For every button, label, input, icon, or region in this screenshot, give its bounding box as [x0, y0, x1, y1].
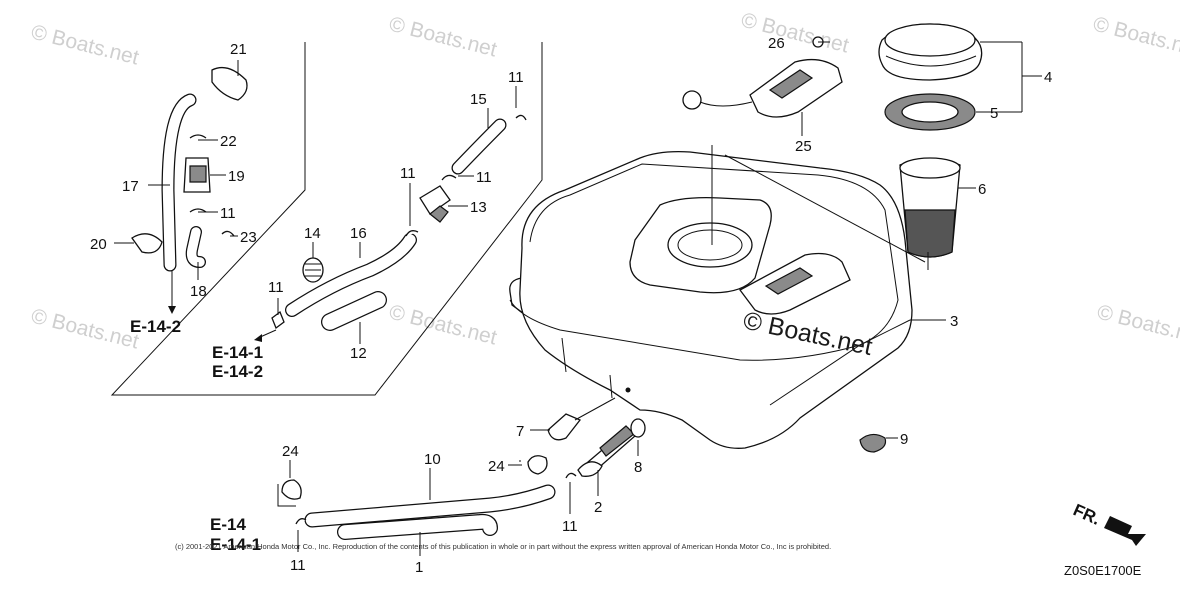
watermark: © Boats.net	[1095, 301, 1180, 350]
callout-13: 13	[470, 199, 487, 216]
callout-17: 17	[122, 178, 139, 195]
callout-11: 11	[220, 205, 236, 222]
callout-5: 5	[990, 105, 998, 122]
callout-9: 9	[900, 431, 908, 448]
frame-lines	[110, 42, 543, 396]
fuel-hose-lower	[304, 484, 556, 540]
fuel-valve	[577, 418, 646, 477]
fuel-hose-left	[131, 66, 248, 272]
reference-label: E-14-2	[212, 362, 263, 381]
fuel-cap	[878, 23, 983, 81]
reference-label: E-14-1	[212, 343, 263, 362]
fuel-gauge	[682, 36, 843, 128]
callout-6: 6	[978, 181, 986, 198]
callout-24: 24	[488, 458, 505, 475]
fuel-hose-middle	[271, 233, 417, 331]
callout-26: 26	[768, 35, 785, 52]
drain-plug	[859, 433, 887, 453]
callout-20: 20	[90, 236, 107, 253]
callout-3: 3	[950, 313, 958, 330]
leader-lines	[114, 41, 1042, 556]
tank-bolt	[547, 397, 616, 441]
watermark: © Boats.net	[387, 13, 499, 62]
diagram-code: Z0S0E1700E	[1064, 563, 1142, 578]
callout-23: 23	[240, 229, 257, 246]
watermark: © Boats.net	[29, 305, 141, 354]
cap-seal	[884, 93, 976, 131]
callouts: 21 22 19 17 11 23 20 18 E-14-2 11 E-14-1…	[90, 35, 1052, 576]
callout-11: 11	[476, 169, 492, 186]
callout-11: 11	[400, 165, 416, 182]
callout-22: 22	[220, 133, 237, 150]
fuel-filter-inline	[405, 114, 527, 237]
callout-11: 11	[508, 69, 524, 86]
callout-15: 15	[470, 91, 487, 108]
hose-clip	[277, 455, 577, 525]
reference-label: E-14-2	[130, 317, 181, 336]
front-direction-arrow	[1104, 516, 1146, 546]
callout-2: 2	[594, 499, 602, 516]
callout-12: 12	[350, 345, 367, 362]
callout-10: 10	[424, 451, 441, 468]
watermark: © Boats.net	[1091, 13, 1180, 62]
callout-11: 11	[290, 557, 306, 574]
callout-14: 14	[304, 225, 321, 242]
callout-1: 1	[415, 559, 423, 576]
callout-25: 25	[795, 138, 812, 155]
callout-4: 4	[1044, 69, 1052, 86]
callout-16: 16	[350, 225, 367, 242]
callout-21: 21	[230, 41, 247, 58]
callout-7: 7	[516, 423, 524, 440]
direction-label: FR.	[1070, 500, 1103, 528]
callout-11: 11	[268, 279, 284, 296]
fuel-strainer	[899, 157, 961, 270]
reference-label: E-14	[210, 515, 246, 534]
callout-11: 11	[562, 518, 578, 535]
callout-18: 18	[190, 283, 207, 300]
callout-8: 8	[634, 459, 642, 476]
watermark: © Boats.net	[29, 21, 141, 70]
reference-label: E-14-1	[210, 535, 261, 554]
copyright-notice: (c) 2001-2021 American Honda Motor Co., …	[175, 542, 831, 551]
callout-24: 24	[282, 443, 299, 460]
fuel-tank	[509, 145, 926, 449]
watermark: © Boats.net	[739, 9, 851, 58]
callout-19: 19	[228, 168, 245, 185]
